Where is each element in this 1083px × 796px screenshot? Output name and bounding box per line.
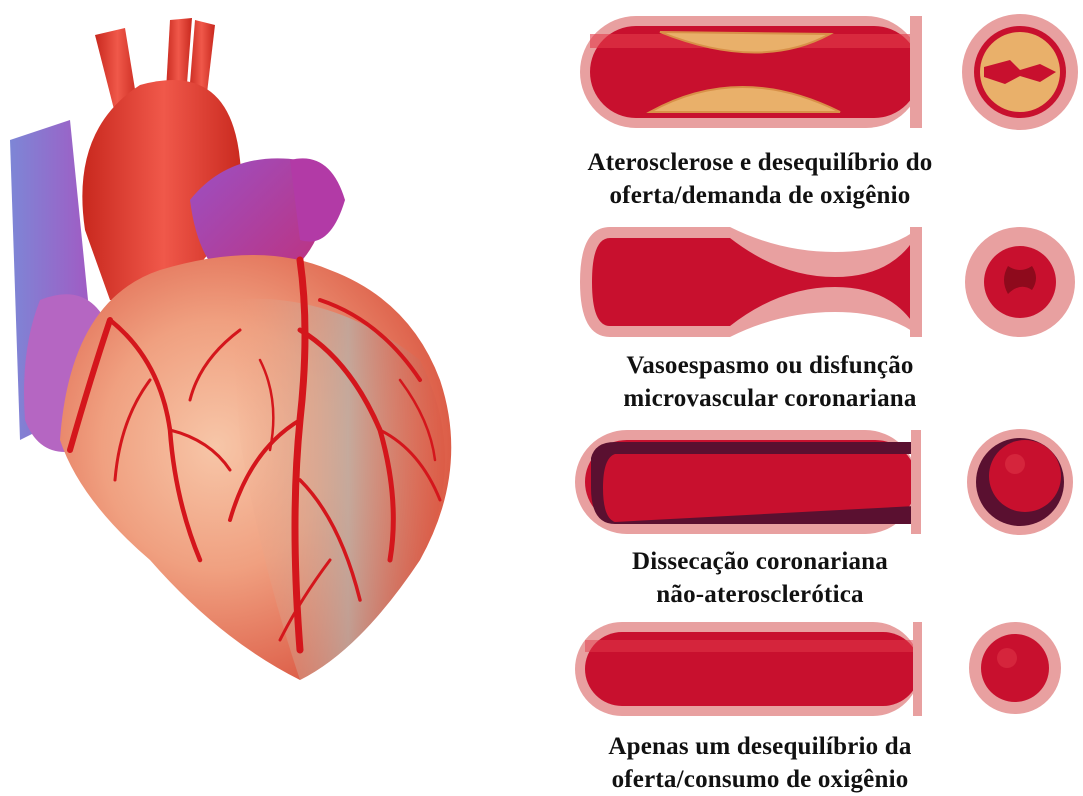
caption-line: oferta/consumo de oxigênio xyxy=(575,763,945,796)
caption-line: microvascular coronariana xyxy=(585,382,955,415)
caption-line: oferta/demanda de oxigênio xyxy=(560,179,960,212)
dissected-vessel-icon xyxy=(575,428,1080,540)
caption-line: Vasoespasmo ou disfunção xyxy=(585,349,955,382)
plaque-vessel-icon xyxy=(580,12,1080,132)
caption-line: Apenas um desequilíbrio da xyxy=(575,730,945,763)
constricted-vessel-icon xyxy=(580,222,1080,342)
caption-imbalance: Apenas um desequilíbrio da oferta/consum… xyxy=(575,730,945,796)
caption-dissection: Dissecação coronariana não-ateroscleróti… xyxy=(600,545,920,611)
caption-line: Dissecação coronariana xyxy=(600,545,920,578)
caption-vasospasm: Vasoespasmo ou disfunção microvascular c… xyxy=(585,349,955,415)
normal-vessel-icon xyxy=(575,620,1080,718)
caption-line: não-aterosclerótica xyxy=(600,578,920,611)
caption-atherosclerosis: Aterosclerose e desequilíbrio do oferta/… xyxy=(560,146,960,212)
caption-line: Aterosclerose e desequilíbrio do xyxy=(560,146,960,179)
anatomical-heart-icon xyxy=(0,0,540,700)
